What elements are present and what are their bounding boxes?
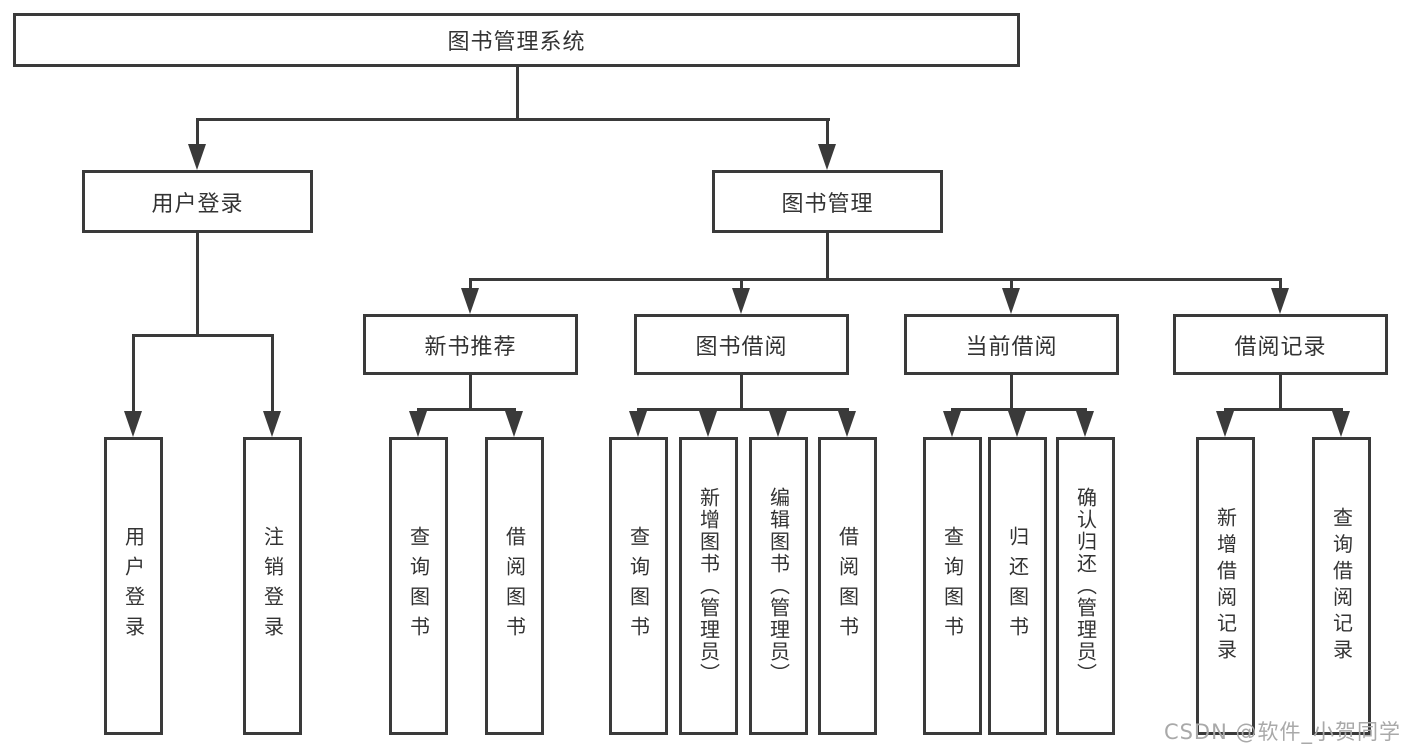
connector-new-book-stem (469, 375, 472, 411)
leaf-borrow-books-recommend: 借阅图书 (485, 437, 544, 735)
connector-drop-current-borrow (1010, 278, 1013, 294)
leaf-borrow-books: 借阅图书 (818, 437, 877, 735)
arrowhead (1216, 411, 1234, 437)
leaf-edit-books-admin: 编辑图书（管理员） (749, 437, 808, 735)
arrowhead (1332, 411, 1350, 437)
leaf-label: 新增借阅记录 (1213, 506, 1238, 666)
node-label: 借阅记录 (1234, 334, 1327, 360)
leaf-label: 确认归还（管理员） (1073, 487, 1098, 685)
leaf-logout-login: 注销登录 (243, 437, 302, 735)
node-label: 用户登录 (151, 191, 244, 217)
node-label: 图书借阅 (695, 334, 788, 360)
arrowhead (629, 411, 647, 437)
connector-new-book-hline (417, 408, 516, 411)
leaf-user-login: 用户登录 (104, 437, 163, 735)
connector-current-borrow-hline (951, 408, 1087, 411)
connector-drop-leaf-logout (271, 334, 274, 415)
connector-drop-book-management (826, 118, 829, 150)
connector-level3-hline (469, 278, 1282, 281)
connector-root-hline (196, 118, 830, 121)
arrowhead-book-management (818, 144, 836, 170)
leaf-label: 新增图书（管理员） (696, 487, 721, 685)
arrowhead-user-login (188, 144, 206, 170)
arrowhead (1076, 411, 1094, 437)
leaf-label: 查询图书 (626, 526, 651, 646)
connector-root-stem (516, 67, 519, 120)
node-root-library-system: 图书管理系统 (13, 13, 1020, 67)
node-current-borrowing: 当前借阅 (904, 314, 1119, 375)
node-book-management: 图书管理 (712, 170, 943, 233)
connector-borrow-record-hline (1224, 408, 1343, 411)
arrowhead-new-book (461, 288, 479, 314)
connector-drop-borrow-record (1279, 278, 1282, 294)
arrowhead-borrow-record (1271, 288, 1289, 314)
connector-drop-leaf-login (132, 334, 135, 415)
arrowhead (699, 411, 717, 437)
connector-user-login-hline (132, 334, 274, 337)
leaf-query-books-current: 查询图书 (923, 437, 982, 735)
leaf-label: 编辑图书（管理员） (766, 487, 791, 685)
leaf-return-books: 归还图书 (988, 437, 1047, 735)
arrowhead (838, 411, 856, 437)
node-label: 图书管理系统 (447, 30, 586, 55)
arrowhead (409, 411, 427, 437)
connector-drop-new-book (469, 278, 472, 294)
connector-user-login-stem (196, 233, 199, 336)
leaf-query-books-borrowing: 查询图书 (609, 437, 668, 735)
arrowhead-current-borrow (1002, 288, 1020, 314)
leaf-label: 查询借阅记录 (1329, 506, 1354, 666)
leaf-label: 查询图书 (406, 526, 431, 646)
leaf-query-borrow-record: 查询借阅记录 (1312, 437, 1371, 735)
node-user-login: 用户登录 (82, 170, 313, 233)
node-book-borrowing: 图书借阅 (634, 314, 849, 375)
leaf-query-books-recommend: 查询图书 (389, 437, 448, 735)
leaf-label: 借阅图书 (835, 526, 860, 646)
node-new-book-recommend: 新书推荐 (363, 314, 578, 375)
connector-book-borrow-stem (740, 375, 743, 411)
connector-borrow-record-stem (1279, 375, 1282, 411)
csdn-watermark: CSDN @软件_小贺同学 (1163, 720, 1401, 744)
node-borrowing-records: 借阅记录 (1173, 314, 1388, 375)
arrowhead-leaf-login (124, 411, 142, 437)
arrowhead (769, 411, 787, 437)
node-label: 图书管理 (781, 191, 874, 217)
leaf-label: 用户登录 (121, 526, 146, 646)
connector-book-borrow-hline (637, 408, 849, 411)
leaf-add-borrow-record: 新增借阅记录 (1196, 437, 1255, 735)
leaf-label: 查询图书 (940, 526, 965, 646)
arrowhead (943, 411, 961, 437)
arrowhead-leaf-logout (263, 411, 281, 437)
leaf-add-books-admin: 新增图书（管理员） (679, 437, 738, 735)
connector-drop-user-login (196, 118, 199, 150)
arrowhead (1008, 411, 1026, 437)
node-label: 新书推荐 (424, 334, 517, 360)
leaf-label: 借阅图书 (502, 526, 527, 646)
leaf-label: 归还图书 (1005, 526, 1030, 646)
connector-current-borrow-stem (1010, 375, 1013, 411)
connector-book-management-stem (826, 233, 829, 281)
leaf-confirm-return-admin: 确认归还（管理员） (1056, 437, 1115, 735)
arrowhead (505, 411, 523, 437)
connector-drop-book-borrow (740, 278, 743, 294)
leaf-label: 注销登录 (260, 526, 285, 646)
node-label: 当前借阅 (965, 334, 1058, 360)
arrowhead-book-borrow (732, 288, 750, 314)
